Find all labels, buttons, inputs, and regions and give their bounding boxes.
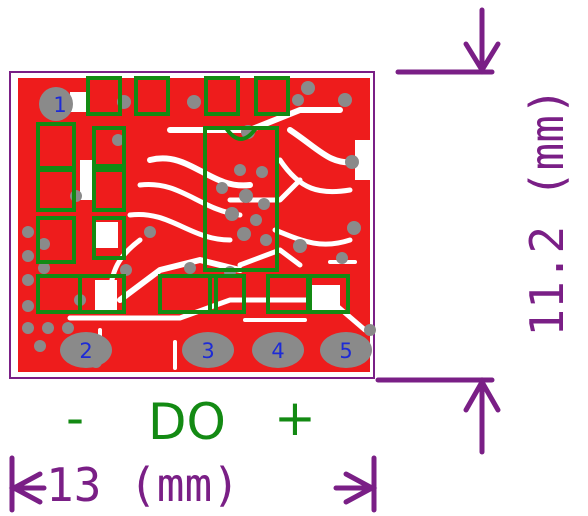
via	[38, 262, 50, 274]
via	[237, 227, 251, 241]
via	[216, 182, 228, 194]
footprint-left-5	[36, 216, 76, 264]
silkscreen-plus-label: +	[274, 389, 316, 447]
via	[364, 324, 376, 336]
height-dimension-label: 11.2 (mm)	[520, 87, 574, 336]
footprint-top-1	[86, 76, 122, 116]
footprint-left-4	[92, 168, 126, 212]
gap-6	[277, 157, 353, 195]
footprint-left-3	[92, 126, 126, 168]
pad-3[interactable]	[182, 332, 234, 368]
pad-5[interactable]	[320, 332, 372, 368]
via	[347, 221, 361, 235]
via	[345, 155, 359, 169]
via	[112, 134, 124, 146]
footprint-bottom-2	[158, 274, 218, 314]
gap-8	[272, 227, 353, 247]
via	[144, 226, 156, 238]
height-dimension	[375, 7, 501, 455]
cutout-left-low	[96, 222, 118, 248]
via	[258, 198, 270, 210]
pad-label-4: 4	[271, 339, 284, 363]
via	[62, 322, 74, 334]
via	[293, 239, 307, 253]
cutout-right-edge	[355, 140, 370, 180]
via	[187, 95, 201, 109]
pad-2[interactable]	[60, 332, 112, 368]
footprint-left-2	[36, 168, 76, 212]
via	[338, 93, 352, 107]
via	[120, 264, 132, 276]
via	[38, 238, 50, 250]
via	[260, 234, 272, 246]
pad-4[interactable]	[252, 332, 304, 368]
via	[22, 300, 34, 312]
via	[256, 166, 268, 178]
width-dimension-label: 13 (mm)	[46, 458, 240, 512]
gap-10	[237, 247, 303, 268]
via	[336, 252, 348, 264]
gap-2	[147, 155, 253, 189]
via	[22, 322, 34, 334]
footprint-top-4	[254, 76, 290, 116]
pad-1[interactable]	[39, 87, 73, 121]
pad-label-2: 2	[79, 339, 92, 363]
height-arrow-bottom-head	[463, 376, 501, 413]
pad-label-1: 1	[53, 93, 66, 117]
silkscreen-signal-label: DO	[148, 393, 226, 451]
via	[22, 274, 34, 286]
via	[250, 214, 262, 226]
via	[239, 189, 253, 203]
footprint-ic-notch	[224, 126, 258, 141]
via	[22, 250, 34, 262]
footprint-left-6	[92, 216, 126, 260]
via	[22, 226, 34, 238]
via	[184, 262, 196, 274]
via	[34, 340, 46, 352]
cutout-center	[95, 280, 117, 310]
pad-label-3: 3	[201, 339, 214, 363]
cutout-left-top	[70, 92, 90, 112]
footprint-ic	[203, 126, 279, 272]
pads	[39, 87, 372, 368]
via	[42, 322, 54, 334]
via	[234, 164, 246, 176]
via	[292, 94, 304, 106]
silkscreen-outlines	[36, 76, 350, 314]
footprint-bottom-5	[308, 274, 350, 314]
cutout-right-low	[312, 285, 340, 313]
via	[225, 207, 239, 221]
width-dimension	[8, 455, 378, 513]
via	[301, 81, 315, 95]
gap-4	[127, 211, 233, 243]
gap-9	[117, 257, 243, 303]
vias	[22, 81, 376, 368]
pad-label-5: 5	[339, 339, 352, 363]
height-arrow-top-head	[463, 41, 501, 75]
silkscreen-minus-label: -	[66, 389, 85, 447]
footprint-bottom-3	[208, 274, 246, 314]
pad-labels: 1 2 3 4 5	[53, 93, 352, 363]
footprint-top-3	[204, 76, 240, 116]
footprint-top-2	[134, 76, 170, 116]
